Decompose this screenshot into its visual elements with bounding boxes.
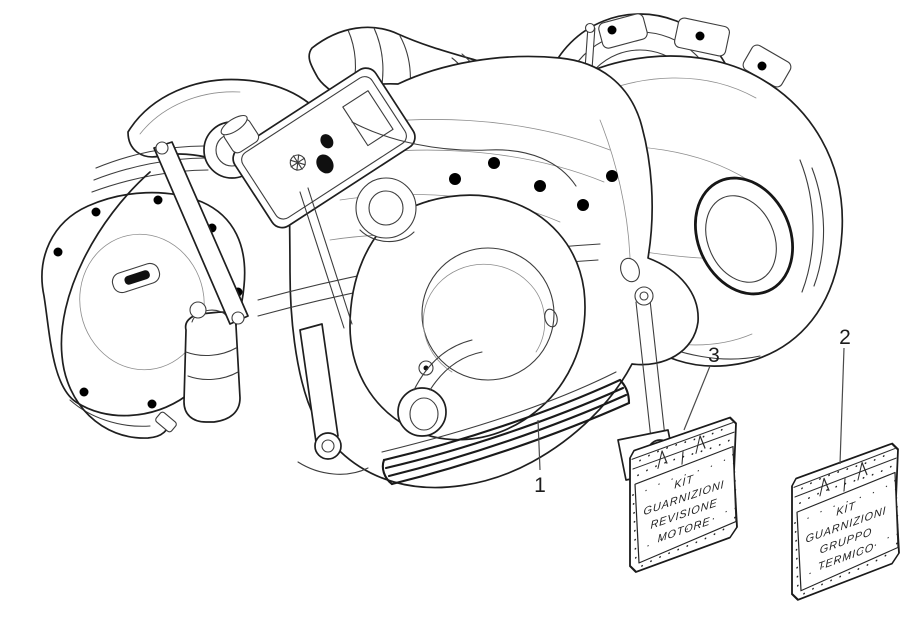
base-gaskets-illustration [381, 371, 631, 486]
callout-3-number: 3 [708, 344, 720, 367]
callout-1-number: 1 [534, 474, 546, 497]
callout-1: 1 [534, 419, 546, 497]
transmission-cover-illustration [349, 194, 586, 441]
callout-2-leader-line [839, 347, 845, 465]
gasket-kit-bag-revisione-motore: KIT GUARNIZIONI REVISIONE MOTORE [629, 416, 738, 573]
callout-3-leader-line [683, 365, 711, 431]
callout-2: 2 [839, 326, 851, 465]
callout-2-number: 2 [839, 326, 851, 349]
callout-1-leader-line [537, 419, 541, 471]
engine-assembly-illustration [41, 13, 844, 489]
callout-3: 3 [683, 344, 720, 431]
gasket-kit-bag-gruppo-termico: KIT GUARNIZIONI GRUPPO TERMICO [791, 442, 900, 601]
throttle-body-illustration [203, 67, 577, 243]
